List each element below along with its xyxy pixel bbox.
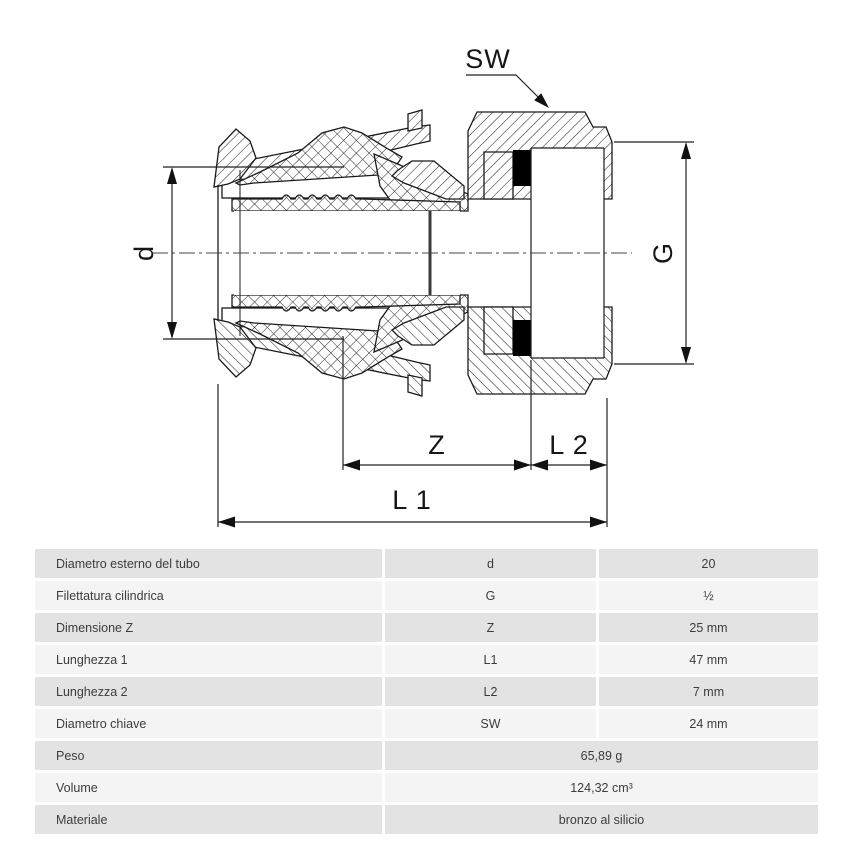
body-cone xyxy=(390,160,465,200)
d-dimension-lines xyxy=(163,166,344,340)
spec-value-cell: ½ xyxy=(599,581,818,610)
spec-value-cell: 124,32 cm³ xyxy=(385,773,818,802)
spec-value-cell: 47 mm xyxy=(599,645,818,674)
extension-lines xyxy=(217,336,608,527)
table-row: Peso 65,89 g xyxy=(35,741,818,770)
table-row: Lunghezza 1 L1 47 mm xyxy=(35,645,818,674)
g-dimension-lines xyxy=(614,141,694,365)
spec-value-cell: 65,89 g xyxy=(385,741,818,770)
thread-cavity xyxy=(531,148,604,199)
sw-label: SW xyxy=(465,44,511,74)
l2-label: L 2 xyxy=(549,430,589,460)
spec-table: Diametro esterno del tubo d 20 Filettatu… xyxy=(35,549,818,837)
table-row: Volume 124,32 cm³ xyxy=(35,773,818,802)
horizontal-dimension-lines xyxy=(218,464,607,523)
spec-symbol-cell: d xyxy=(385,549,596,578)
spec-name-cell: Diametro chiave xyxy=(35,709,382,738)
arrow-l1-right xyxy=(590,516,607,528)
spec-value-cell: bronzo al silicio xyxy=(385,805,818,834)
serrated-band xyxy=(231,194,461,212)
clamp-ring-tab xyxy=(407,109,423,132)
spec-value-cell: 20 xyxy=(599,549,818,578)
spec-name-cell: Peso xyxy=(35,741,382,770)
table-row: Lunghezza 2 L2 7 mm xyxy=(35,677,818,706)
sw-leader-line xyxy=(466,74,545,104)
fitting-bottom-half xyxy=(213,294,613,397)
l1-label: L 1 xyxy=(392,485,432,515)
table-row: Filettatura cilindrica G ½ xyxy=(35,581,818,610)
spec-value-cell: 7 mm xyxy=(599,677,818,706)
arrow-d-down xyxy=(167,322,177,339)
spec-name-cell: Diametro esterno del tubo xyxy=(35,549,382,578)
arrow-l2-right xyxy=(590,459,607,471)
spec-symbol-cell: L2 xyxy=(385,677,596,706)
arrow-z-left xyxy=(343,459,360,471)
arrow-l2-left xyxy=(531,459,548,471)
table-row: Dimensione Z Z 25 mm xyxy=(35,613,818,642)
spec-name-cell: Materiale xyxy=(35,805,382,834)
spec-name-cell: Lunghezza 2 xyxy=(35,677,382,706)
dimension-arrowheads xyxy=(167,93,691,528)
arrow-g-up xyxy=(681,142,691,159)
arrow-z-right xyxy=(514,459,531,471)
table-row: Diametro esterno del tubo d 20 xyxy=(35,549,818,578)
g-label: G xyxy=(648,242,678,264)
fitting-cross-section-drawing: SW d G Z L 2 L 1 xyxy=(129,44,694,528)
spec-name-cell: Dimensione Z xyxy=(35,613,382,642)
arrow-sw xyxy=(534,93,549,108)
arrow-d-up xyxy=(167,167,177,184)
spec-symbol-cell: Z xyxy=(385,613,596,642)
z-label: Z xyxy=(428,430,446,460)
fitting-top-half xyxy=(213,109,613,212)
d-label: d xyxy=(129,245,159,261)
arrow-l1-left xyxy=(218,516,235,528)
spec-name-cell: Lunghezza 1 xyxy=(35,645,382,674)
spec-symbol-cell: L1 xyxy=(385,645,596,674)
seal-ring xyxy=(513,150,531,186)
grip-ring-left xyxy=(234,126,403,186)
spec-name-cell: Filettatura cilindrica xyxy=(35,581,382,610)
spec-symbol-cell: SW xyxy=(385,709,596,738)
table-row: Materiale bronzo al silicio xyxy=(35,805,818,834)
spec-value-cell: 25 mm xyxy=(599,613,818,642)
spec-symbol-cell: G xyxy=(385,581,596,610)
spec-value-cell: 24 mm xyxy=(599,709,818,738)
spec-name-cell: Volume xyxy=(35,773,382,802)
clamp-ring-end xyxy=(213,128,257,188)
tailpiece-flange xyxy=(483,151,514,200)
dimension-lines-group xyxy=(163,74,694,527)
table-row: Diametro chiave SW 24 mm xyxy=(35,709,818,738)
arrow-g-down xyxy=(681,347,691,364)
